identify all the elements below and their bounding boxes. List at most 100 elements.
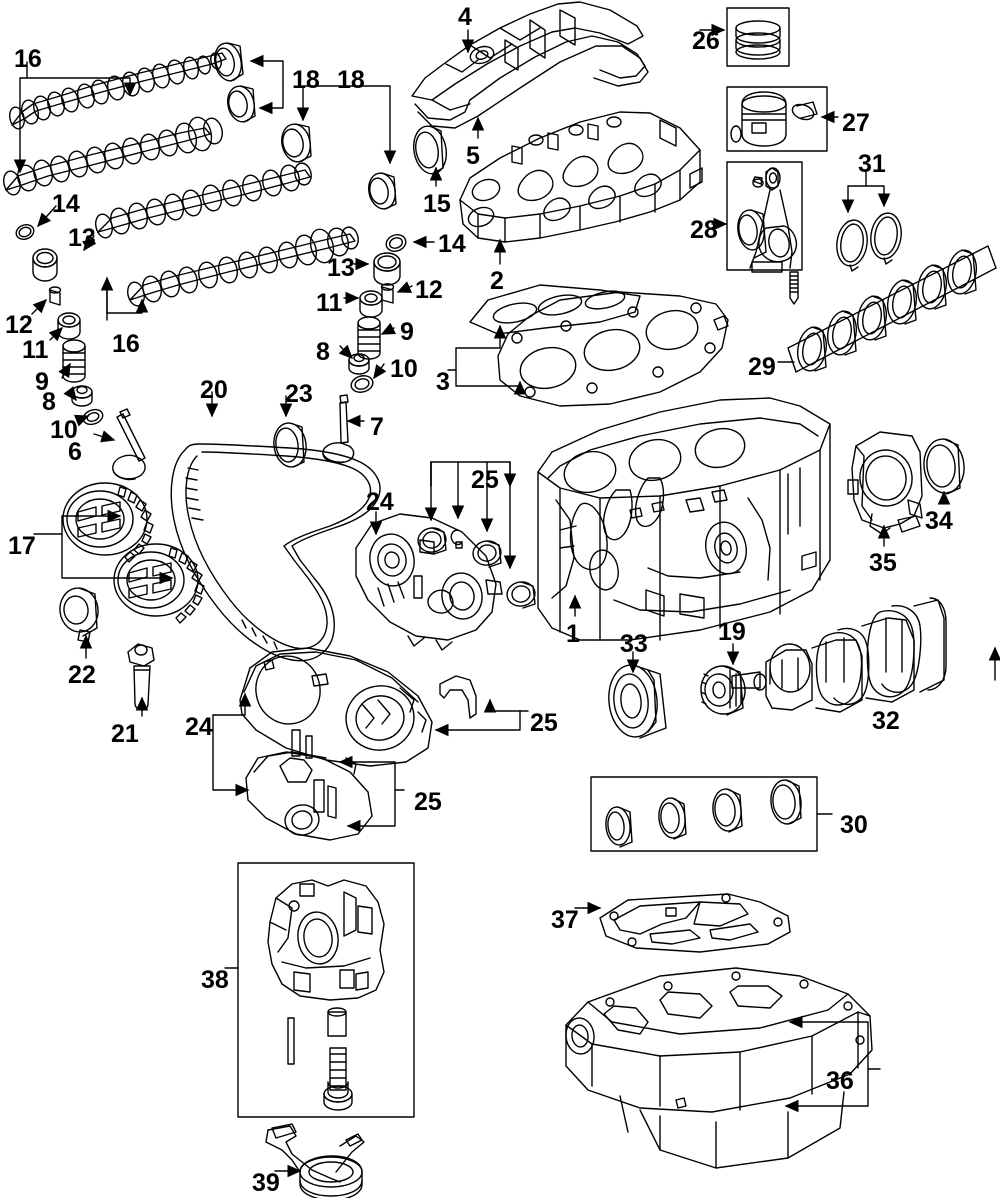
camshaft-seal-15 [413,125,447,175]
piston-rings [735,20,781,60]
callout-32: 32 [872,707,900,735]
valve-cover-gasket [417,45,649,129]
callout-13b: 13 [327,254,355,282]
callout-26: 26 [692,27,720,55]
callout-11b: 11 [316,289,343,317]
callout-33: 33 [620,630,648,658]
callout-30: 30 [840,811,868,839]
leader-12L [31,299,47,315]
valve-parts-right [322,234,407,464]
callout-20: 20 [200,376,228,404]
leader-14L [37,205,57,228]
cover-seals-top [417,527,536,609]
intake-gasket [469,284,641,335]
callout-28: 28 [690,216,718,244]
timing-cover-upper [355,513,503,651]
leader-13L [83,235,97,252]
callout-5: 5 [466,142,480,170]
oil-pump [267,879,385,1111]
valve-cover [411,1,646,121]
timing-belt [170,443,381,662]
main-bearings-box [787,245,997,373]
callout-10: 10 [50,416,78,444]
thrust-washers [605,779,802,848]
camshaft-bearing-18a [213,42,244,82]
callout-17: 17 [8,532,36,560]
leader-10L [73,414,90,427]
cam-timing-gear-1 [62,482,154,563]
callout-31: 31 [858,150,886,178]
oil-pan-baffle [599,893,791,953]
callout-35: 35 [869,549,897,577]
callout-3: 3 [436,368,450,396]
callout-1: 1 [566,620,580,648]
leader-8R [338,344,353,359]
box-28 [726,161,803,271]
callout-23: 23 [285,380,313,408]
callout-9b: 9 [400,318,414,346]
oil-pan [565,967,873,1169]
crank-timing-gear [700,665,746,716]
oil-pickup [265,1123,365,1198]
callout-13: 13 [68,224,96,252]
callout-29: 29 [748,353,776,381]
cam-timing-gear-2 [113,543,205,624]
camshaft-4 [127,226,359,307]
leader-10R [373,363,387,380]
camshaft-bearing-18c [281,123,312,163]
camshaft-3 [95,162,312,239]
camshaft-1 [9,52,227,130]
callout-14b: 14 [438,230,466,258]
box-26 [726,7,790,67]
callout-14: 14 [52,190,80,218]
box-30 [590,776,818,852]
callout-15: 15 [423,190,451,218]
connecting-rod [737,167,799,305]
cylinder-head [459,111,703,243]
callout-25b: 25 [530,709,558,737]
callout-16b: 16 [112,330,140,358]
callout-6: 6 [68,438,82,466]
callout-19: 19 [718,618,746,646]
crankshaft-pulley [608,664,667,739]
cylinder-block [537,397,831,641]
callout-9: 9 [35,368,49,396]
leader-6 [93,430,116,443]
camshaft-bearing-18b [227,85,256,123]
camshaft-2 [3,116,223,196]
camshaft-bearing-18d [368,172,397,210]
timing-cover-bottom [245,751,373,841]
tensioner-21 [127,643,155,711]
leader-9R [380,322,397,335]
callout-8: 8 [42,388,56,416]
timing-cover-lower [239,647,433,767]
idler-pulley-22 [59,587,99,643]
callout-37: 37 [551,906,579,934]
callout-10b: 10 [390,355,418,383]
main-bearings [796,249,978,372]
crankshaft [731,597,947,713]
callout-38: 38 [201,966,229,994]
rear-seal-retainer [847,431,923,535]
callout-25: 25 [471,466,499,494]
callout-39: 39 [252,1169,280,1197]
callout-16: 16 [14,45,42,73]
box-38 [237,862,415,1118]
leader-9L [58,362,71,379]
leader-12R [396,281,413,293]
callout-27: 27 [842,109,870,137]
belt-idler-23 [273,422,307,468]
callout-12: 12 [5,311,33,339]
callout-12b: 12 [415,276,443,304]
cover-seal-strip [439,675,477,719]
callout-11: 11 [22,336,49,364]
callout-36: 36 [826,1067,854,1095]
rear-main-seal [923,438,965,495]
leader-8L [63,386,77,402]
callout-25c: 25 [414,788,442,816]
rod-bearings [836,212,902,272]
head-gasket [497,291,729,407]
callout-21: 21 [111,720,139,748]
